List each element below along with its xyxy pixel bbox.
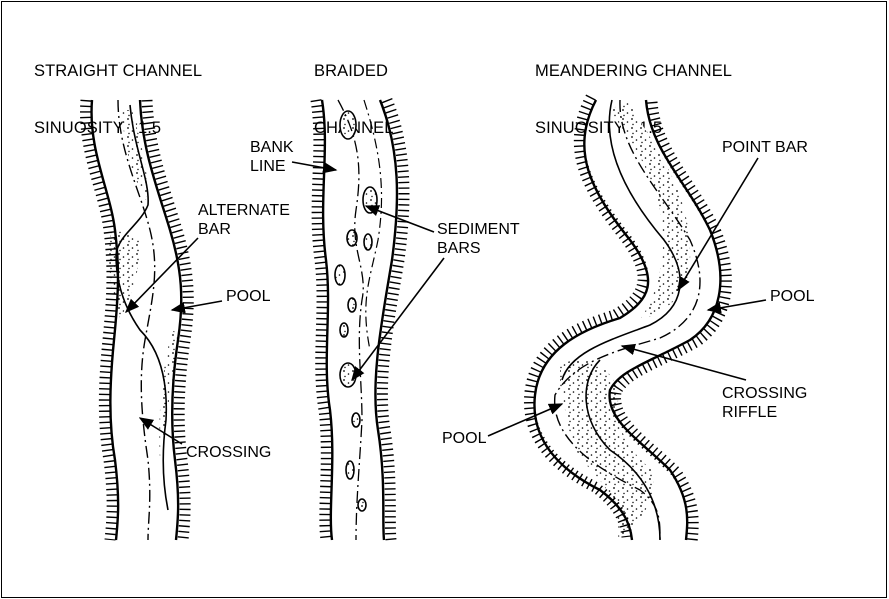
sediment-bar-10: [346, 461, 354, 479]
pool-straight-arrow: [172, 301, 222, 310]
sediment-bar-4: [364, 234, 372, 250]
sediment-bars-label-1: SEDIMENT: [437, 221, 520, 238]
braided-left-bank: [322, 100, 332, 540]
straight-channel: [86, 100, 189, 540]
sediment-bars: [335, 111, 377, 511]
crossing-riffle-arrow: [622, 346, 746, 380]
braided-channel: [316, 100, 404, 540]
sediment-bar-11: [358, 499, 366, 511]
bank-line-arrow: [292, 162, 336, 170]
meandering-channel: [529, 97, 726, 542]
point-bar-sand-upper: [610, 100, 690, 320]
point-bar-sand-lower: [560, 360, 654, 540]
sediment-bar-7: [340, 323, 348, 337]
crossing-label: CROSSING: [186, 444, 271, 461]
bank-line-label-2: LINE: [250, 158, 286, 175]
pool-straight-label: POOL: [226, 288, 271, 305]
sediment-bar-8: [340, 363, 356, 387]
diagram-labels: ALTERNATE BAR POOL CROSSING BANK LINE SE…: [126, 139, 815, 461]
sediment-bars-label-2: BARS: [437, 240, 481, 257]
crossing-riffle-label-2: RIFFLE: [722, 404, 777, 421]
pool-meander-left-label: POOL: [442, 430, 487, 447]
bank-line-label-1: BANK: [250, 139, 294, 156]
crossing-riffle-label-1: CROSSING: [722, 385, 807, 402]
braided-right-bank: [375, 100, 397, 540]
straight-right-bank-hatch: [147, 100, 188, 540]
sediment-bar-5: [335, 265, 345, 285]
meander-inner-edge-a: [562, 100, 680, 380]
sediment-bar-6: [348, 298, 356, 312]
point-bar-arrow: [678, 158, 758, 290]
point-bar-label: POINT BAR: [722, 139, 808, 156]
pool-meander-right-label: POOL: [770, 288, 815, 305]
braided-flow-line-b: [364, 100, 382, 350]
braided-right-bank-hatch: [382, 100, 404, 540]
sediment-bar-9: [352, 413, 360, 427]
alternate-bar-label-2: BAR: [198, 221, 231, 238]
straight-left-bank-hatch: [86, 100, 113, 540]
alternate-bar-label-1: ALTERNATE: [198, 202, 290, 219]
